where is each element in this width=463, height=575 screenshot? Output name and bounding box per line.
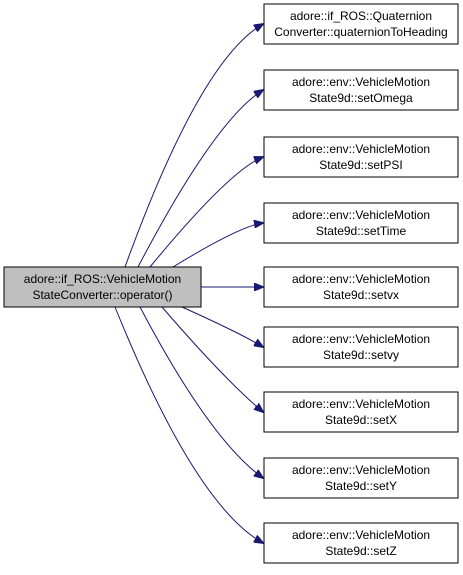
target-node-line2: State9d::setTime: [316, 224, 407, 238]
target-node-line2: Converter::quaternionToHeading: [274, 25, 447, 39]
call-edge: [149, 157, 263, 268]
call-edge: [139, 306, 263, 478]
target-node-line1: adore::env::VehicleMotion: [292, 75, 430, 89]
target-node-line2: State9d::setOmega: [309, 91, 413, 105]
target-node-line1: adore::env::VehicleMotion: [292, 272, 430, 286]
call-edge: [114, 306, 263, 543]
call-edges: [114, 24, 263, 543]
target-node-line1: adore::env::VehicleMotion: [292, 397, 430, 411]
target-node-line2: State9d::setvx: [323, 288, 399, 302]
call-edge: [172, 223, 263, 268]
target-node[interactable]: adore::env::VehicleMotionState9d::setOme…: [263, 69, 459, 111]
call-edge: [137, 90, 263, 268]
target-node-line1: adore::env::VehicleMotion: [292, 142, 430, 156]
target-node-line1: adore::if_ROS::Quaternion: [290, 9, 432, 23]
target-node[interactable]: adore::env::VehicleMotionState9d::setTim…: [263, 202, 459, 244]
target-node-line2: State9d::setZ: [325, 544, 396, 558]
target-node-line2: State9d::setX: [325, 413, 397, 427]
target-node-line1: adore::env::VehicleMotion: [292, 208, 430, 222]
target-node-line2: State9d::setPSI: [319, 158, 402, 172]
source-node[interactable]: adore::if_ROS::VehicleMotion StateConver…: [3, 266, 202, 308]
target-node[interactable]: adore::if_ROS::QuaternionConverter::quat…: [263, 3, 459, 45]
call-edge: [181, 306, 263, 347]
target-node-line1: adore::env::VehicleMotion: [292, 463, 430, 477]
target-node-line2: State9d::setvy: [323, 348, 399, 362]
target-node-line1: adore::env::VehicleMotion: [292, 332, 430, 346]
target-nodes: adore::if_ROS::QuaternionConverter::quat…: [263, 3, 459, 564]
target-node-line1: adore::env::VehicleMotion: [292, 528, 430, 542]
source-node-line2: StateConverter::operator(): [32, 288, 172, 302]
call-edge: [161, 306, 263, 412]
call-edge: [124, 24, 263, 268]
target-node-line2: State9d::setY: [325, 479, 397, 493]
source-node-line1: adore::if_ROS::VehicleMotion: [24, 272, 181, 286]
